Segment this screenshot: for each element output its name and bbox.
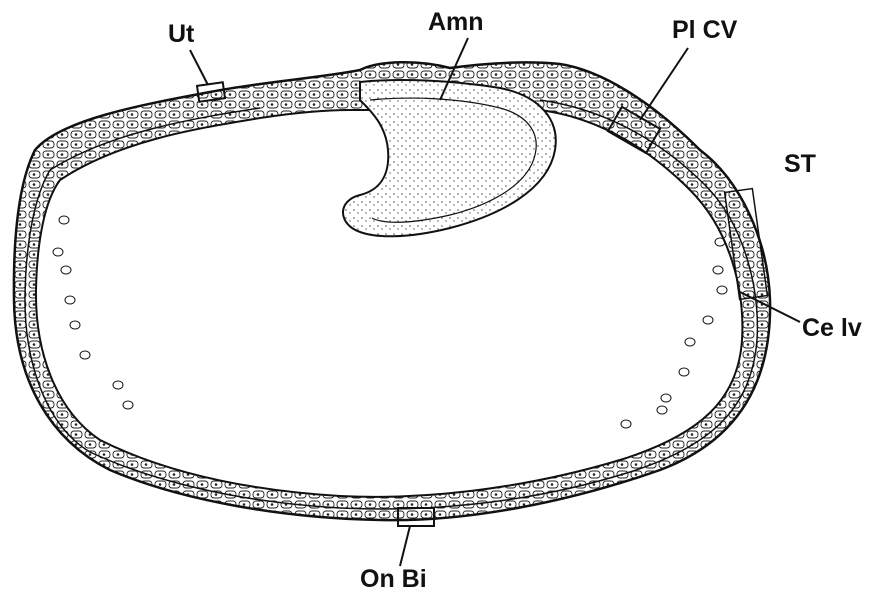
pl-cv-leader (640, 48, 688, 120)
label-on-bi: On Bi (360, 567, 427, 592)
label-amn: Amn (428, 10, 484, 35)
label-ce-lv: Ce lv (802, 316, 862, 341)
label-ut: Ut (168, 22, 194, 47)
on-bi-leader (400, 526, 410, 566)
ut-leader (190, 50, 208, 85)
label-st: ST (784, 152, 816, 177)
label-pl-cv: Pl CV (672, 18, 737, 43)
